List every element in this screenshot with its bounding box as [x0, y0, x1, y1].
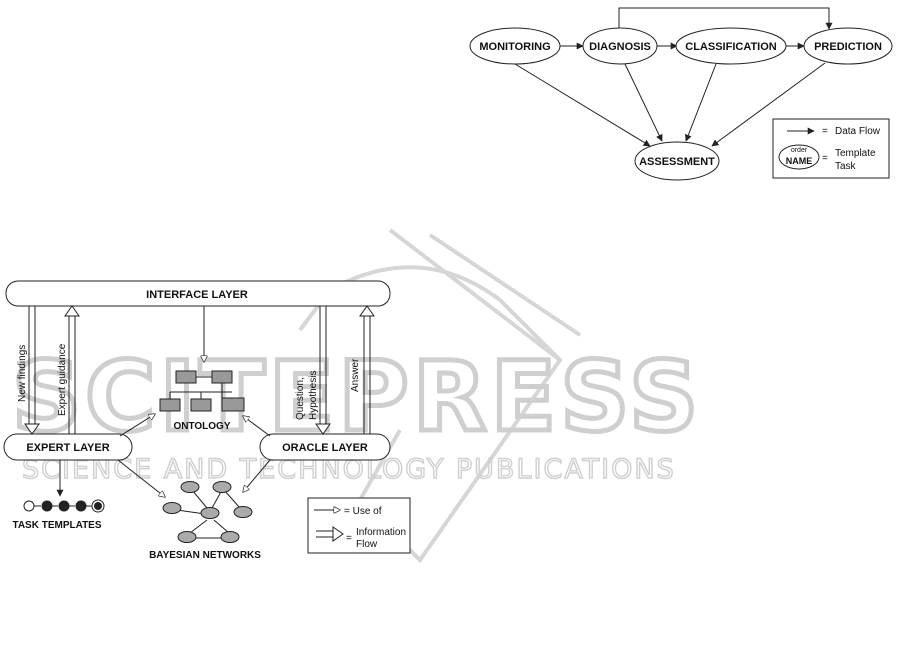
use-oracle-ontology	[243, 416, 271, 437]
task-flow-legend: = Data Flow order NAME = Template Task	[772, 118, 890, 179]
legend-use-of-label: = Use of	[344, 506, 382, 517]
architecture-legend: = Use of = Information Flow	[307, 497, 411, 554]
legend-information-flow-arrow	[316, 526, 344, 542]
legend-name-label: NAME	[786, 156, 813, 166]
flow-expert-guidance	[64, 305, 80, 434]
node-assessment: ASSESSMENT	[634, 141, 720, 181]
edge-diagnosis-prediction-loop	[618, 7, 833, 30]
use-oracle-bayesian	[243, 459, 271, 492]
label-question: Question,	[295, 377, 306, 420]
label-new-findings: New findings	[17, 345, 28, 402]
node-diagnosis: DIAGNOSIS	[582, 27, 658, 65]
flow-question-hypothesis	[315, 306, 331, 435]
legend-information-label: Information	[356, 527, 406, 538]
task-flow-diagram: MONITORING DIAGNOSIS CLASSIFICATION PRED…	[469, 7, 893, 181]
node-classification-label: CLASSIFICATION	[685, 41, 777, 53]
expert-layer-label: EXPERT LAYER	[26, 442, 109, 454]
use-expert-ontology	[119, 414, 155, 437]
bayesian-networks-label: BAYESIAN NETWORKS	[149, 550, 261, 561]
legend-flow-label: Flow	[356, 539, 378, 550]
legend-equals-2: =	[822, 153, 828, 164]
legend-equals-info: =	[346, 533, 352, 544]
interface-layer: INTERFACE LAYER	[5, 280, 391, 307]
flow-new-findings	[24, 306, 40, 435]
node-assessment-label: ASSESSMENT	[639, 156, 715, 168]
interface-layer-label: INTERFACE LAYER	[146, 289, 248, 301]
flow-answer	[359, 305, 375, 434]
task-templates-label: TASK TEMPLATES	[12, 520, 101, 531]
oracle-layer: ORACLE LAYER	[259, 433, 391, 461]
legend-data-flow-label: Data Flow	[835, 126, 881, 137]
edge-classification-assessment	[685, 63, 717, 142]
oracle-layer-label: ORACLE LAYER	[282, 442, 368, 454]
legend-task-label: Task	[835, 161, 857, 172]
node-prediction: PREDICTION	[803, 27, 893, 65]
ontology-hierarchy-icon	[159, 370, 245, 412]
edge-prediction-assessment	[711, 62, 826, 147]
architecture-diagram: INTERFACE LAYER EXPERT LAYER ORACLE LAYE…	[3, 280, 411, 561]
node-diagnosis-label: DIAGNOSIS	[589, 41, 651, 53]
ontology-label: ONTOLOGY	[173, 421, 230, 432]
bayesian-network-icon	[162, 481, 253, 543]
label-expert-guidance: Expert guidance	[57, 343, 68, 416]
node-monitoring: MONITORING	[469, 27, 561, 65]
legend-equals-1: =	[822, 126, 828, 137]
edge-diagnosis-assessment	[624, 63, 663, 142]
node-classification: CLASSIFICATION	[675, 27, 787, 65]
label-hypothesis: Hypothesis	[308, 371, 319, 420]
legend-template-label: Template	[835, 148, 876, 159]
task-templates-icon	[23, 499, 105, 513]
expert-layer: EXPERT LAYER	[3, 433, 133, 461]
node-monitoring-label: MONITORING	[479, 41, 550, 53]
node-prediction-label: PREDICTION	[814, 41, 882, 53]
label-answer: Answer	[350, 358, 361, 392]
legend-order-label: order	[791, 147, 808, 154]
use-expert-bayesian	[117, 459, 165, 497]
edge-monitoring-assessment	[514, 63, 651, 147]
